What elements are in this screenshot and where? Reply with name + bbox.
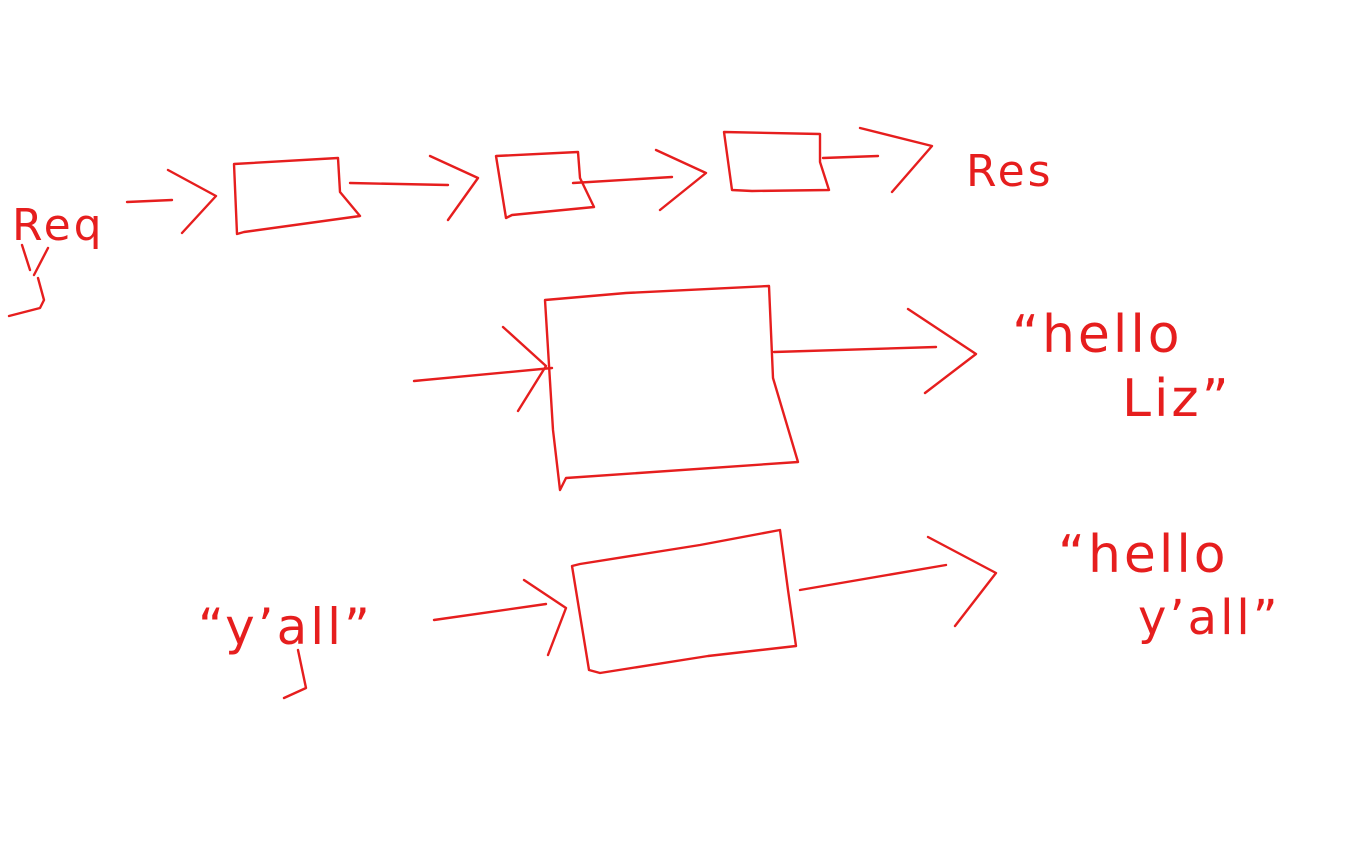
- hello-liz-line1: “hello: [1012, 305, 1183, 365]
- hello-yall-line2: y’all”: [1138, 590, 1281, 646]
- bottom-function-box: [570, 528, 798, 675]
- yall-input-label: “y’all”: [198, 598, 373, 656]
- req-scribble: [7, 243, 50, 318]
- pipeline-box-3: [722, 130, 831, 193]
- req-label: Req: [12, 200, 105, 251]
- pipeline-box-1: [232, 156, 362, 236]
- arrow-req-to-box1: [125, 168, 218, 235]
- pipeline-box-2: [494, 150, 596, 220]
- middle-function-box: [543, 284, 800, 492]
- arrow-into-middle-box: [412, 325, 554, 413]
- arrow-box3-to-res: [821, 126, 934, 194]
- arrow-box1-to-box2: [348, 154, 480, 222]
- res-label: Res: [966, 146, 1054, 197]
- yall-tail: [282, 648, 308, 700]
- arrow-bottom-box-to-output: [798, 535, 998, 628]
- hello-liz-line2: Liz”: [1122, 369, 1232, 429]
- arrow-box2-to-box3: [571, 148, 708, 212]
- hello-yall-line1: “hello: [1058, 525, 1229, 585]
- arrow-into-bottom-box: [432, 578, 568, 657]
- arrow-middle-box-to-output: [772, 307, 978, 395]
